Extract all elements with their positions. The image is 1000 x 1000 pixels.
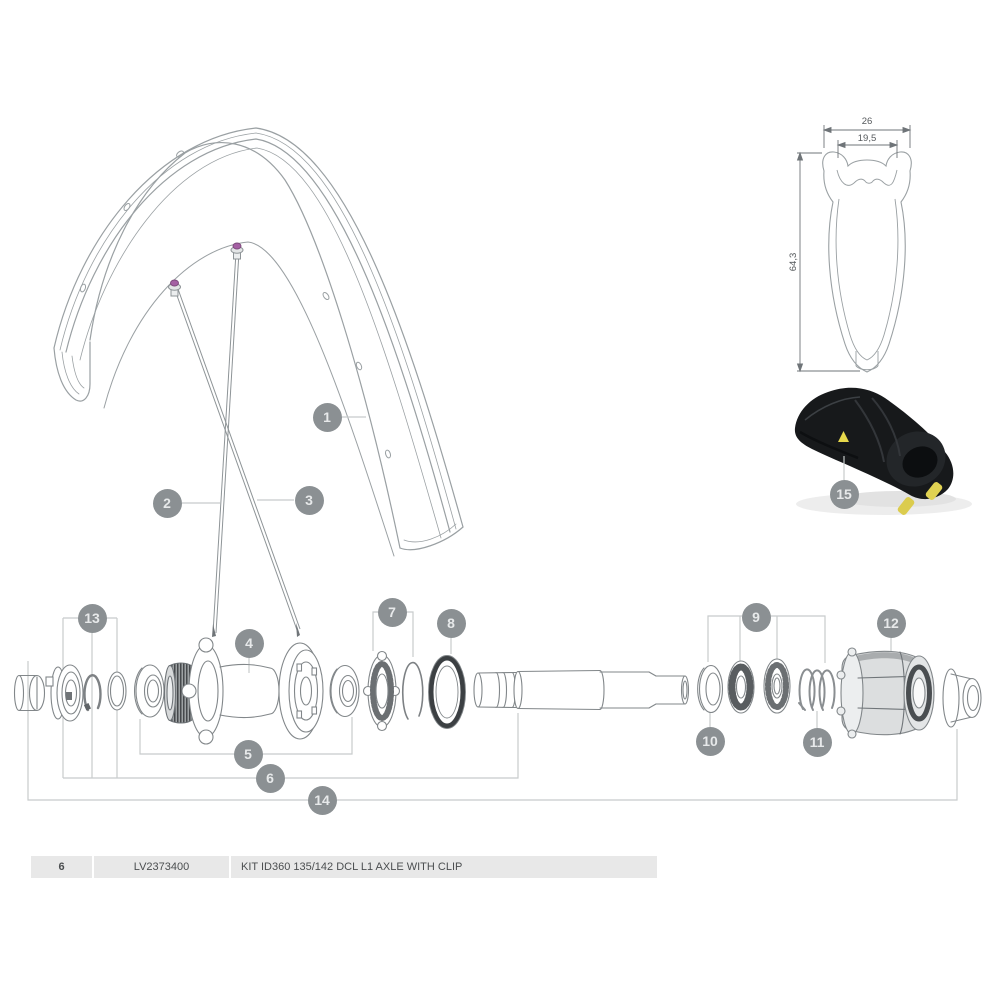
rim-cross-section: 26 19,5 64,3: [788, 116, 912, 373]
callout-6: 6: [255, 763, 285, 793]
wheel-rim-illustration: [53, 127, 464, 557]
part-ratchet-ring: [362, 650, 401, 732]
callout-11: 11: [802, 727, 832, 757]
tire-logo-triangle: [838, 431, 849, 442]
part-axle: [473, 669, 690, 711]
part-end-cap-right: [942, 668, 982, 728]
callout-13: 13: [77, 603, 107, 633]
tire-bead-tip: [925, 482, 943, 500]
callout-8: 8: [436, 608, 466, 638]
spoke-tip: [296, 623, 300, 637]
exploded-parts: [13, 637, 982, 745]
dim-inner-width: 19,5: [858, 133, 877, 144]
callout-5: 5: [233, 739, 263, 769]
callout-1: 1: [312, 402, 342, 432]
part-bearing-right: [329, 664, 360, 718]
callout-14: 14: [307, 785, 337, 815]
parts-table: 6 LV2373400 KIT ID360 135/142 DCL L1 AXL…: [31, 856, 657, 878]
callout-3: 3: [294, 485, 324, 515]
dimension-lines: [796, 125, 912, 373]
callout-7: 7: [377, 597, 407, 627]
dim-outer-width: 26: [862, 116, 873, 127]
rim-spoke-holes: [79, 150, 392, 459]
part-washer: [697, 664, 724, 714]
callout-4: 4: [234, 628, 264, 658]
dim-depth: 64,3: [788, 253, 799, 272]
part-freehub-body: [836, 647, 935, 739]
spokes: [168, 242, 301, 637]
part-hub-body: [163, 637, 324, 745]
parts-table-part-number: LV2373400: [94, 856, 229, 878]
callout-15: 15: [829, 479, 859, 509]
spoke-nipple: [230, 242, 244, 260]
spoke-tip: [212, 624, 216, 637]
callout-12: 12: [876, 608, 906, 638]
callout-2: 2: [152, 488, 182, 518]
tire-image: [794, 387, 972, 515]
part-circlip: [83, 674, 102, 712]
tire-bead-tip: [897, 497, 915, 515]
part-ratchet-b: [763, 658, 791, 714]
part-seal-ring: [107, 671, 127, 711]
part-axle-seal: [428, 655, 466, 729]
part-bearing-left: [133, 664, 165, 718]
spoke-nipple: [168, 279, 181, 297]
part-end-cap-left: [13, 674, 46, 712]
callout-10: 10: [695, 726, 725, 756]
part-spring: [798, 668, 836, 711]
parts-table-ref: 6: [31, 856, 92, 878]
part-snap-ring: [401, 661, 424, 720]
parts-table-description: KIT ID360 135/142 DCL L1 AXLE WITH CLIP: [231, 856, 657, 878]
part-ratchet-a: [727, 660, 755, 714]
part-adjusting-cap: [45, 664, 84, 722]
callout-9: 9: [741, 602, 771, 632]
